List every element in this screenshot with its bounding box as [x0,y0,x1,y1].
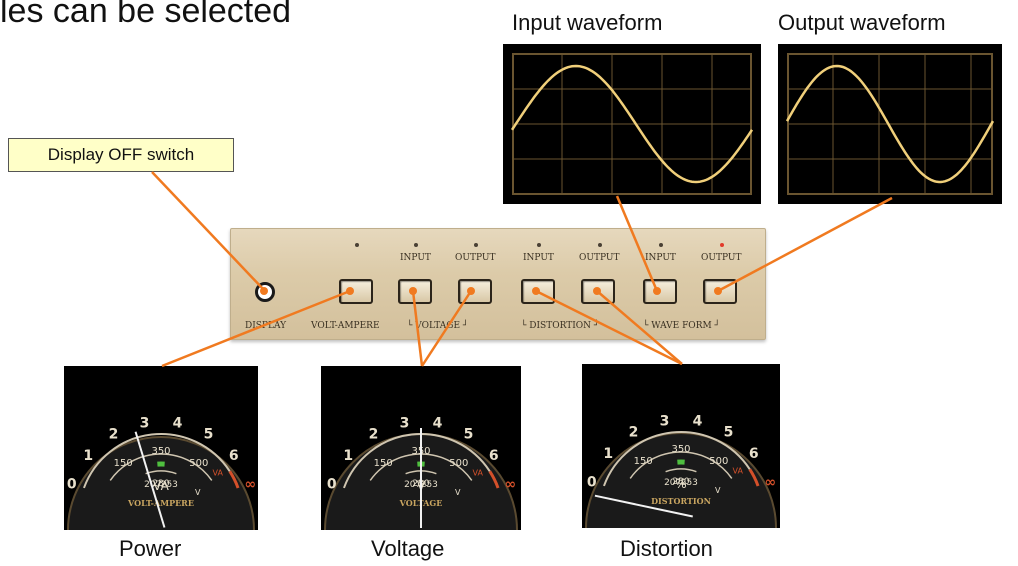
meter-scale-label: 350 [671,444,690,455]
waveform-output-button[interactable] [703,279,737,304]
group-waveform: └ WAVE FORM ┘ [643,321,720,331]
meter-needle [594,494,693,518]
waveform-input-label: INPUT [645,253,676,263]
input-waveform-label: Input waveform [512,10,663,35]
meter-scale-label: 3 [660,413,670,429]
distortion-input-button[interactable] [521,279,555,304]
meter-scale-label: 253 [681,478,698,488]
selector-panel: DISPLAY VOLT-AMPERE INPUT OUTPUT INPUT O… [230,228,766,340]
meter-scale-label: 6 [229,448,239,464]
meter-scale-label: 230 [672,477,689,487]
meter-scale-label: 5 [464,427,474,443]
voltage-input-label: INPUT [400,253,431,263]
distortion-caption: Distortion [620,536,713,561]
meter-unit: % [675,477,686,491]
output-waveform-trace [785,53,995,195]
input-waveform-screen [503,44,761,204]
meter-scale-label: 1 [343,448,353,464]
meter-name: DISTORTION [651,496,711,506]
output-waveform-screen [778,44,1002,204]
meter-scale-label: 6 [749,446,759,462]
meter-scale-label: V [195,488,201,497]
meter-scale-label: 207 [664,478,681,488]
led-distortion-input [537,243,541,247]
meter-scale-label: 350 [151,446,170,457]
meter-scale-label: 500 [709,456,728,467]
meter-scale-label: 4 [693,413,703,429]
led-voltage-output [474,243,478,247]
volt-ampere-button[interactable] [339,279,373,304]
led-waveform-input [659,243,663,247]
meter-scale-label: 6 [489,448,499,464]
distortion-output-button[interactable] [581,279,615,304]
meter-scale-label: 207 [144,480,161,490]
meter-scale-label: 2 [369,427,379,443]
meter-scale-label: 1 [83,448,93,464]
meter-unit: VA [153,479,169,493]
meter-scale-label: 253 [421,480,438,490]
display-label: DISPLAY [245,321,287,331]
meter-scale-label: 253 [161,480,178,490]
meter-scale-label: 2 [109,427,119,443]
led-voltage-input [414,243,418,247]
voltage-input-button[interactable] [398,279,432,304]
meter-scale-label: 500 [189,458,208,469]
distortion-output-label: OUTPUT [579,253,620,263]
led-waveform-output [720,243,724,247]
meter-scale-label: 150 [374,458,393,469]
voltage-output-label: OUTPUT [455,253,496,263]
meter-scale-label: V [715,486,721,495]
display-off-callout: Display OFF switch [8,138,234,172]
power-caption: Power [119,536,182,561]
meter-scale-label: 5 [204,427,214,443]
meter-scale-label: 150 [114,458,133,469]
meter-scale-label: 4 [173,415,183,431]
meter-scale-label: ∞ [504,477,516,493]
meter-scale-label: 4 [433,415,443,431]
meter-scale-label: 0 [587,475,597,491]
volt-ampere-label: VOLT-AMPERE [311,321,380,331]
meter-scale-label: 0 [67,477,77,493]
display-off-switch[interactable] [255,282,275,302]
output-waveform-label: Output waveform [778,10,946,35]
meter-scale-label: VA [473,469,484,478]
meter-scale-label: 3 [140,415,150,431]
meter-scale-label: 0 [327,477,337,493]
waveform-input-button[interactable] [643,279,677,304]
meter-scale-label: 207 [404,480,421,490]
led-distortion-output [598,243,602,247]
group-voltage: └ VOLTAGE ┘ [407,321,469,331]
meter-scale-label: 2 [629,425,639,441]
meter-scale-label: ∞ [244,477,256,493]
voltage-output-button[interactable] [458,279,492,304]
meter-scale-label: 230 [152,479,169,489]
meter-scale-label: VA [213,469,224,478]
page-title: les can be selected [0,0,292,30]
waveform-output-label: OUTPUT [701,253,742,263]
meter-scale-label: VA [733,467,744,476]
meter-scale-label: 1 [603,446,613,462]
meter-scale-label: 500 [449,458,468,469]
input-waveform-trace [510,53,754,195]
meter-scale-label: 3 [400,415,410,431]
group-distortion: └ DISTORTION ┘ [521,321,600,331]
voltage-caption: Voltage [371,536,445,561]
meter-name: VOLT-AMPERE [127,498,194,508]
meter-scale-label: V [455,488,461,497]
meter-scale-label: 150 [634,456,653,467]
distortion-input-label: INPUT [523,253,554,263]
meter-scale-label: 5 [724,425,734,441]
led-volt-ampere [355,243,359,247]
meter-needle [134,431,166,528]
meter-scale-label: ∞ [764,475,776,491]
